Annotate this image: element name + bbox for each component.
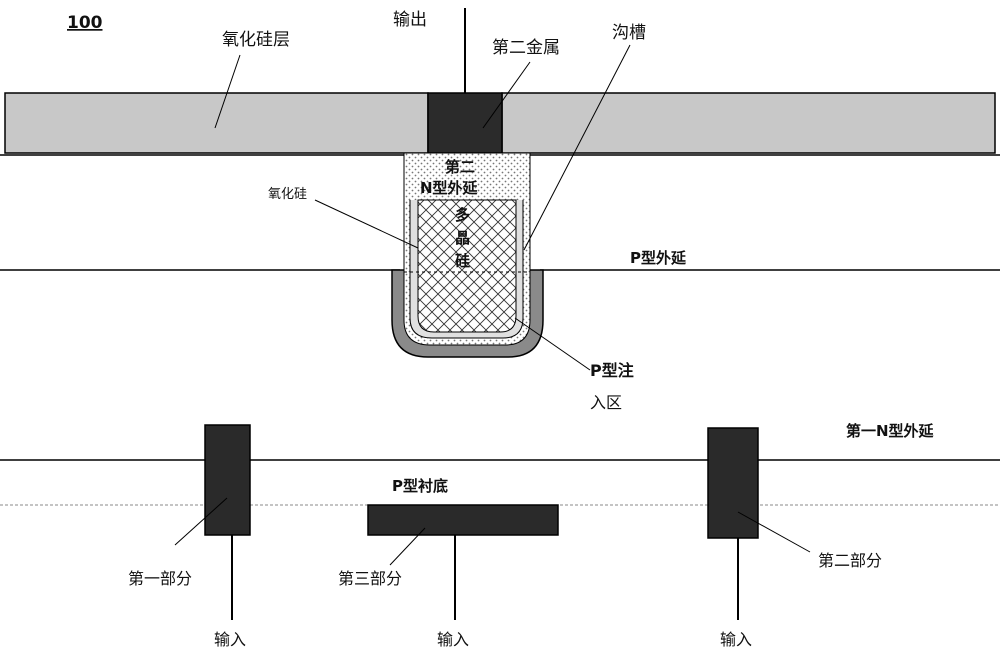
second-metal-leader	[482, 61, 531, 129]
p-epi-label: P型外延	[630, 249, 687, 267]
p-implant-label-line2: 入区	[590, 393, 622, 412]
third-part-leader	[389, 527, 426, 566]
second-part-label: 第二部分	[818, 551, 882, 570]
second-part-contact	[707, 427, 759, 539]
first-part-label: 第一部分	[128, 569, 192, 588]
silicon-oxide-leader	[314, 199, 419, 249]
third-part-contact	[367, 504, 559, 536]
second-metal-label: 第二金属	[492, 38, 560, 58]
trench-label: 沟槽	[612, 23, 646, 43]
output-label: 输出	[393, 10, 427, 30]
polysilicon-label-2: 晶	[455, 229, 470, 247]
second-metal-contact	[427, 92, 503, 154]
silicon-oxide-label: 氧化硅	[268, 187, 307, 202]
p-substrate-label: P型衬底	[392, 477, 448, 495]
second-part-leader	[737, 511, 811, 553]
first-part-leader	[174, 497, 228, 546]
second-n-epi-label-line1: 第二	[445, 158, 475, 176]
second-n-epi-label-line2: N型外延	[420, 179, 479, 197]
polysilicon-fill	[417, 199, 517, 333]
oxide-layer-right	[501, 92, 996, 154]
third-part-label: 第三部分	[338, 569, 402, 588]
input-label-left: 输入	[214, 630, 246, 649]
figure-number: 100	[67, 13, 103, 33]
first-part-contact	[204, 424, 251, 536]
oxide-layer-label: 氧化硅层	[222, 30, 290, 50]
trench-leader	[523, 44, 631, 251]
p-implant-leader	[514, 317, 591, 371]
first-n-epi-label: 第一N型外延	[846, 422, 935, 440]
polysilicon-label-1: 多	[455, 206, 470, 224]
input-label-middle: 输入	[437, 630, 469, 649]
oxide-layer-leader	[214, 54, 241, 129]
polysilicon-label-3: 硅	[455, 252, 470, 270]
p-implant-label-line1: P型注	[590, 361, 634, 380]
input-label-right: 输入	[720, 630, 752, 649]
